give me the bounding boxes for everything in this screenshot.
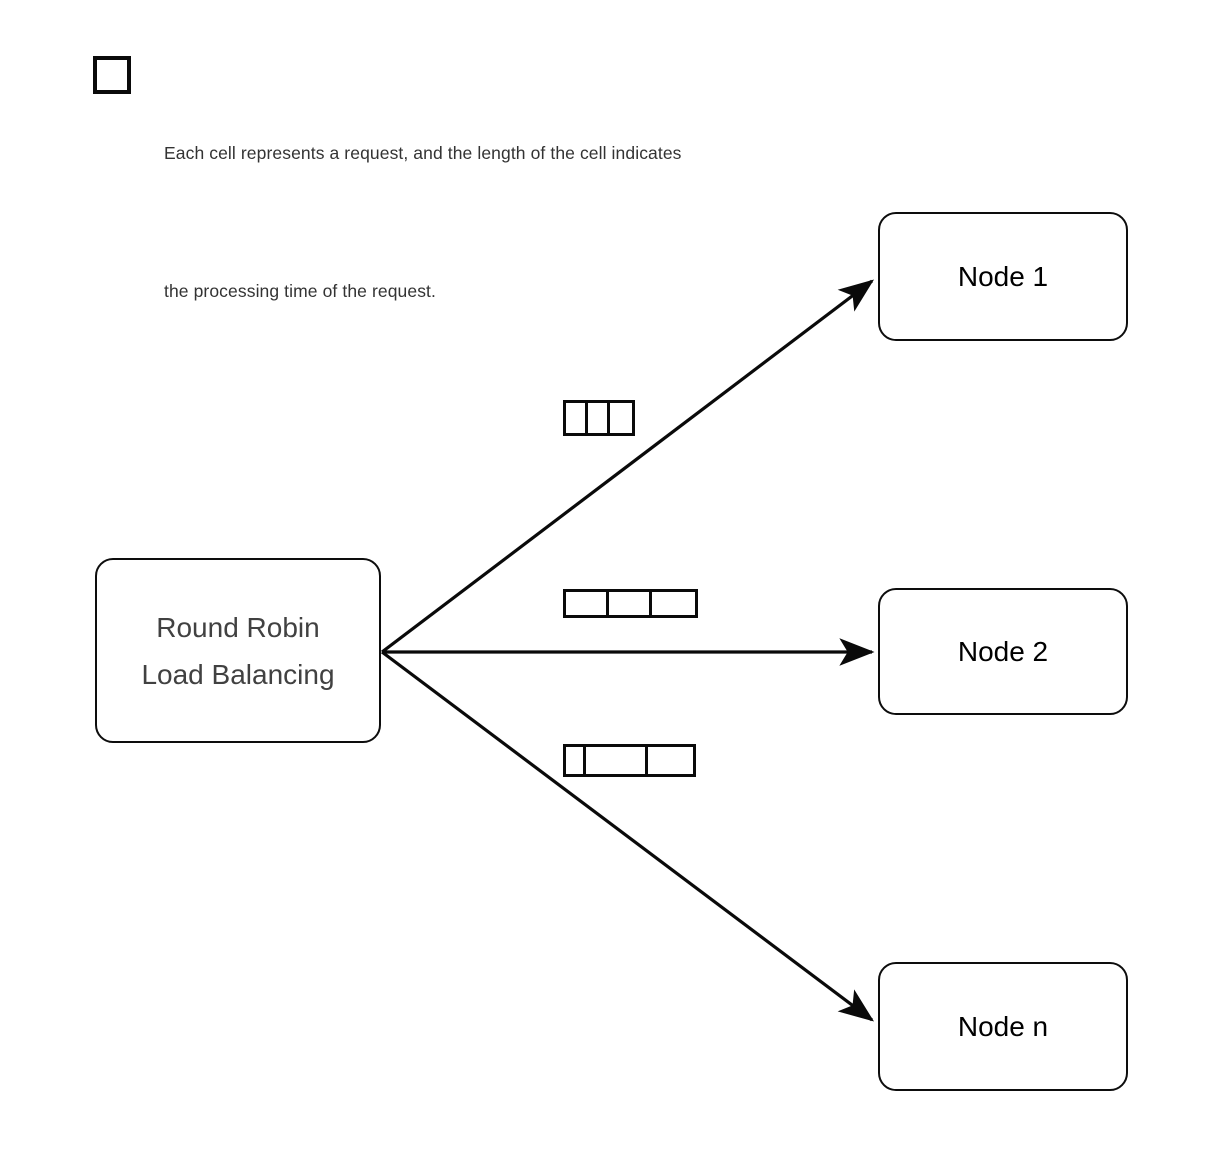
load-balancer-label-line-2: Load Balancing [141,658,335,690]
request-queue-node-2 [563,589,698,618]
load-balancer-label: Round Robin Load Balancing [141,604,334,698]
legend-caption-line-2: the processing time of the request. [164,281,436,301]
request-queue-node-1 [563,400,635,436]
request-cell [588,403,610,433]
request-cell [566,403,588,433]
request-cell [652,592,695,615]
node-box-node-n[interactable]: Node n [878,962,1128,1091]
edge-source-to-node-n [381,650,875,1022]
request-queue-node-n [563,744,696,777]
node-box-node-2[interactable]: Node 2 [878,588,1128,715]
load-balancer-box[interactable]: Round Robin Load Balancing [95,558,381,743]
request-cell [566,592,609,615]
request-cell [610,403,632,433]
node-box-node-1[interactable]: Node 1 [878,212,1128,341]
legend-caption-line-1: Each cell represents a request, and the … [164,143,682,163]
node-label-node-1: Node 1 [957,260,1049,292]
request-cell [609,592,652,615]
request-cell [586,747,648,774]
empty-square-icon [93,56,131,94]
request-cell [648,747,693,774]
node-label-node-n: Node n [957,1010,1049,1042]
node-label-node-2: Node 2 [957,635,1049,667]
load-balancer-label-line-1: Round Robin [156,611,320,643]
legend-caption: Each cell represents a request, and the … [164,38,994,406]
request-cell [566,747,586,774]
